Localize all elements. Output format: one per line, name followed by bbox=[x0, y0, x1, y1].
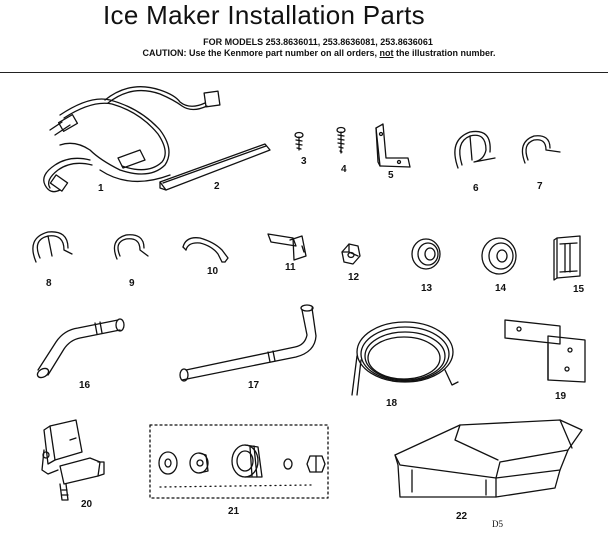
part-label-11: 11 bbox=[285, 262, 296, 273]
caution-emphasis: not bbox=[379, 48, 394, 58]
page-title: Ice Maker Installation Parts bbox=[103, 0, 425, 30]
part-18-tubing bbox=[351, 321, 459, 396]
part-label-9: 9 bbox=[129, 278, 135, 289]
part-label-10: 10 bbox=[207, 266, 219, 277]
part-label-22: 22 bbox=[456, 511, 468, 522]
part-3-screw bbox=[294, 131, 304, 151]
part-label-17: 17 bbox=[248, 380, 260, 391]
part-label-15: 15 bbox=[573, 284, 585, 295]
header-rule bbox=[0, 72, 608, 73]
part-label-19: 19 bbox=[555, 391, 567, 402]
part-10-clip bbox=[182, 237, 229, 263]
part-9-clamp bbox=[113, 234, 149, 260]
part-16-fill-tube bbox=[36, 318, 125, 379]
part-label-13: 13 bbox=[421, 283, 433, 294]
part-label-5: 5 bbox=[388, 170, 394, 181]
part-14-grommet bbox=[481, 237, 517, 275]
part-label-4: 4 bbox=[341, 164, 347, 175]
part-11-bracket bbox=[267, 233, 307, 261]
caution-line: CAUTION: Use the Kenmore part number on … bbox=[0, 48, 608, 58]
part-17-fill-tube bbox=[179, 304, 317, 382]
part-label-20: 20 bbox=[81, 499, 93, 510]
diagram-code: D5 bbox=[492, 519, 503, 529]
caution-suffix: the illustration number. bbox=[393, 48, 496, 58]
part-label-8: 8 bbox=[46, 278, 52, 289]
part-15-shield bbox=[553, 235, 581, 281]
part-1-wire-harness bbox=[43, 86, 221, 193]
part-label-16: 16 bbox=[79, 380, 91, 391]
part-20-valve bbox=[41, 419, 105, 501]
part-13-grommet bbox=[411, 238, 441, 270]
part-label-21: 21 bbox=[228, 506, 240, 517]
part-label-14: 14 bbox=[495, 283, 507, 294]
part-label-18: 18 bbox=[386, 398, 398, 409]
caution-prefix: CAUTION: Use the Kenmore part number on … bbox=[142, 48, 380, 58]
part-label-7: 7 bbox=[537, 181, 543, 192]
part-label-3: 3 bbox=[301, 156, 307, 167]
part-22-ice-bin bbox=[394, 419, 583, 498]
part-label-12: 12 bbox=[348, 272, 360, 283]
part-6-clamp bbox=[454, 130, 496, 169]
part-4-screw bbox=[336, 126, 346, 154]
part-19-bracket bbox=[504, 319, 586, 383]
part-12-nut bbox=[341, 243, 361, 265]
part-5-bracket bbox=[375, 123, 411, 168]
part-8-clamp bbox=[32, 231, 73, 263]
models-line: FOR MODELS 253.8636011, 253.8636081, 253… bbox=[203, 37, 433, 47]
part-21-fitting-kit bbox=[149, 424, 329, 499]
part-2-strip bbox=[159, 143, 271, 191]
part-label-1: 1 bbox=[98, 183, 104, 194]
part-7-clamp bbox=[521, 135, 561, 164]
part-label-6: 6 bbox=[473, 183, 479, 194]
part-label-2: 2 bbox=[214, 181, 220, 192]
